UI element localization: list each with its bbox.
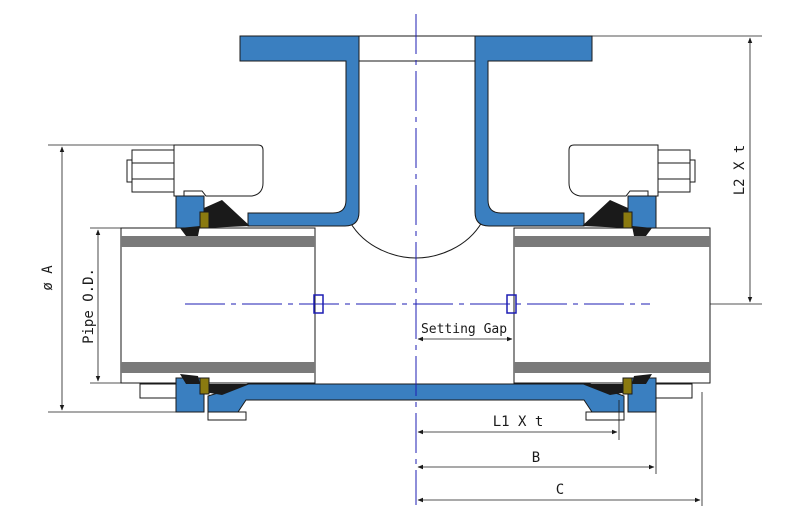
seal-top-left <box>175 195 250 236</box>
label-pipe-od: Pipe O.D. <box>81 268 97 344</box>
label-setting-gap: Setting Gap <box>421 322 507 337</box>
pipe-end-marker-left <box>313 294 324 314</box>
seal-bottom-left <box>180 374 250 395</box>
dimension-c <box>417 392 703 506</box>
dimension-l1 <box>417 400 620 440</box>
dimension-diameter-a <box>48 144 176 413</box>
dimension-pipe-od <box>90 227 121 384</box>
seal-bottom-right <box>582 374 652 395</box>
right-pipe <box>513 227 711 384</box>
left-pipe <box>120 227 316 384</box>
label-c: C <box>556 482 564 498</box>
label-l2: L2 X t <box>732 145 748 196</box>
pipe-end-marker-right <box>506 294 517 314</box>
bolt-housing-left <box>126 144 264 197</box>
bolt-housing-right <box>568 144 696 197</box>
dimension-l2 <box>592 35 762 305</box>
dimension-b <box>417 412 657 474</box>
branch-flange <box>239 35 593 227</box>
label-b: B <box>532 450 540 466</box>
label-l1: L1 X t <box>493 414 544 430</box>
label-diameter-a: ø A <box>40 265 56 291</box>
seal-top-right <box>582 195 657 236</box>
